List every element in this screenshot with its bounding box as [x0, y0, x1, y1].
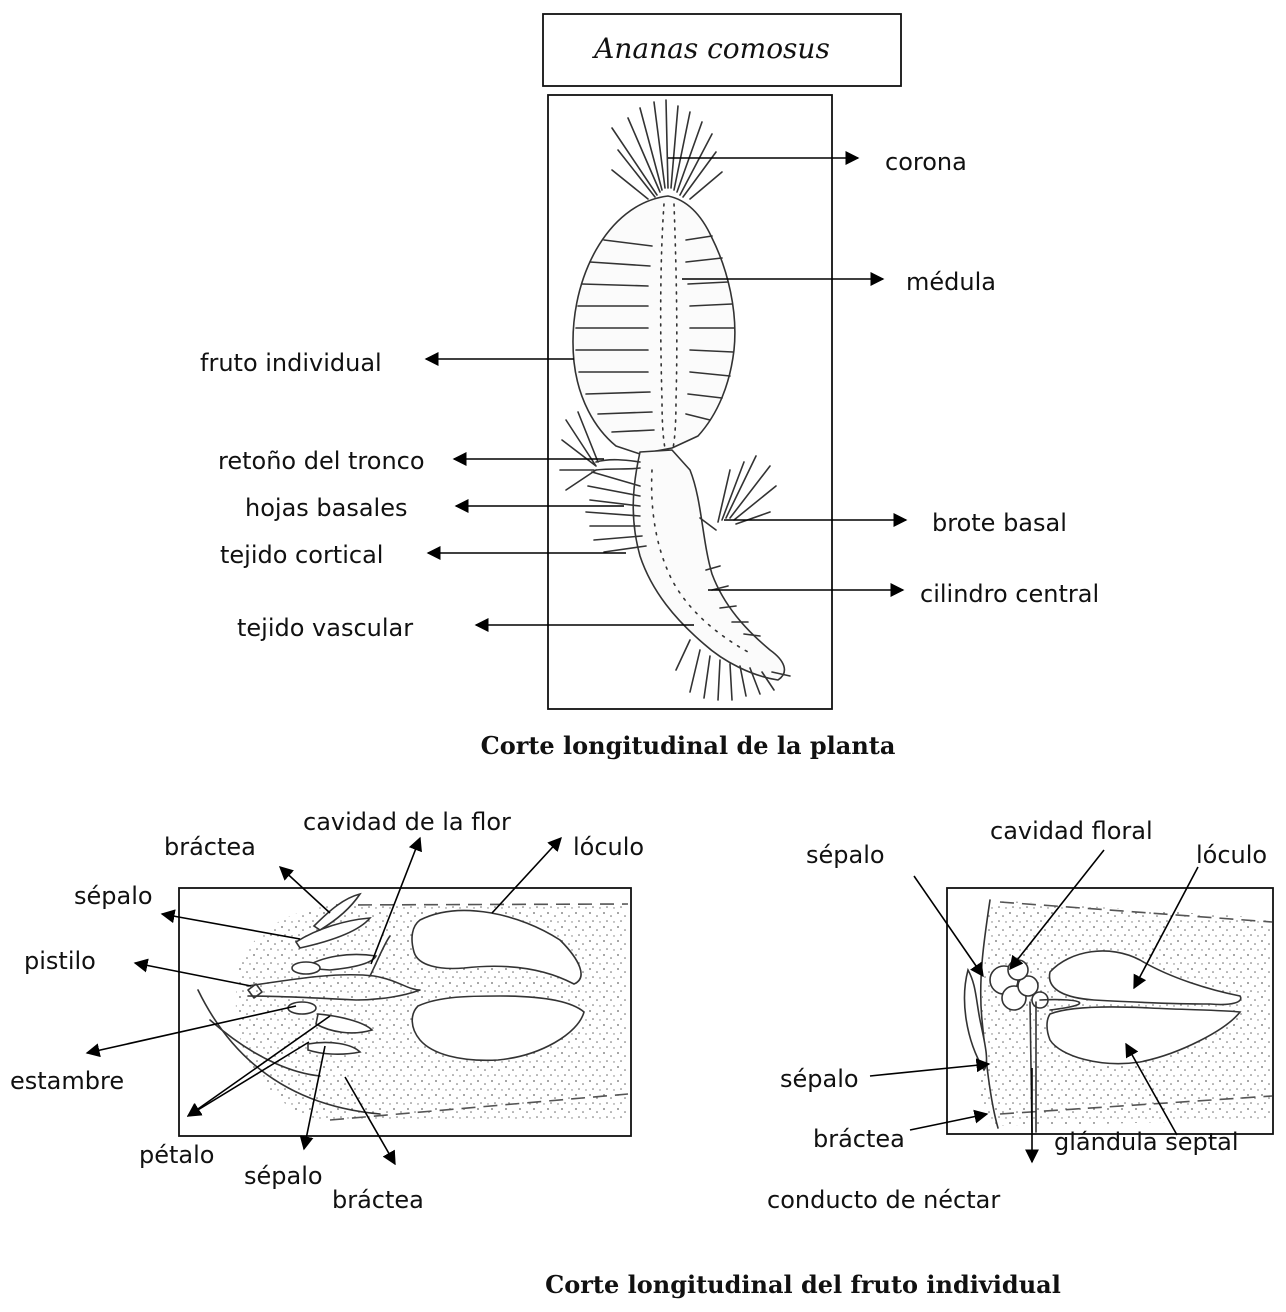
- caption-fruit: Corte longitudinal del fruto individual: [545, 1270, 1061, 1299]
- left-fruit-drawing: [198, 894, 628, 1120]
- label-corona: corona: [885, 148, 967, 176]
- label-cilindro-central: cilindro central: [920, 580, 1099, 608]
- label-right-bractea: bráctea: [813, 1125, 905, 1153]
- arrow-left-bractea-top: [280, 867, 330, 913]
- arrow-left-pistilo: [135, 963, 251, 986]
- label-right-glandula: glándula septal: [1054, 1128, 1239, 1156]
- fruit-section-left: bráctea cavidad de la flor lóculo sépalo…: [10, 808, 644, 1214]
- stalk: [633, 450, 784, 680]
- label-right-sepalo-top: sépalo: [806, 841, 885, 869]
- basal-bud: [700, 456, 776, 530]
- fruit-section-right: sépalo cavidad floral lóculo sépalo brác…: [767, 817, 1273, 1214]
- title-text: Ananas comosus: [591, 32, 830, 65]
- label-right-conducto: conducto de néctar: [767, 1186, 1000, 1214]
- arrow-right-sepalo-bottom: [870, 1064, 989, 1076]
- label-hojas-basales: hojas basales: [245, 494, 408, 522]
- label-left-bractea-bottom: bráctea: [332, 1186, 424, 1214]
- label-left-loculo: lóculo: [573, 833, 644, 861]
- right-fruit-drawing: [965, 900, 1272, 1132]
- crown-leaves: [612, 100, 722, 199]
- label-left-pistilo: pistilo: [24, 947, 96, 975]
- label-right-cavidad-floral: cavidad floral: [990, 817, 1153, 845]
- title-box: Ananas comosus: [543, 14, 901, 86]
- label-medula: médula: [906, 268, 996, 296]
- label-fruto-individual: fruto individual: [200, 349, 382, 377]
- label-retono-del-tronco: retoño del tronco: [218, 447, 425, 475]
- plant-section: corona médula fruto individual retoño de…: [200, 95, 1099, 760]
- label-right-sepalo-bottom: sépalo: [780, 1065, 859, 1093]
- fruit-body: [573, 196, 735, 454]
- label-left-sepalo-top: sépalo: [74, 882, 153, 910]
- plant-drawing: [560, 100, 790, 700]
- label-tejido-cortical: tejido cortical: [220, 541, 383, 569]
- label-brote-basal: brote basal: [932, 509, 1067, 537]
- arrow-right-sepalo-top: [914, 876, 983, 976]
- label-left-petalo: pétalo: [139, 1141, 214, 1169]
- arrow-right-bractea: [910, 1114, 987, 1130]
- label-left-estambre: estambre: [10, 1067, 124, 1095]
- label-left-sepalo-bottom: sépalo: [244, 1162, 323, 1190]
- label-left-bractea-top: bráctea: [164, 833, 256, 861]
- caption-plant: Corte longitudinal de la planta: [481, 731, 896, 760]
- label-right-loculo: lóculo: [1196, 841, 1267, 869]
- label-left-cavidad: cavidad de la flor: [303, 808, 511, 836]
- arrow-left-loculo: [492, 838, 561, 913]
- label-tejido-vascular: tejido vascular: [237, 614, 413, 642]
